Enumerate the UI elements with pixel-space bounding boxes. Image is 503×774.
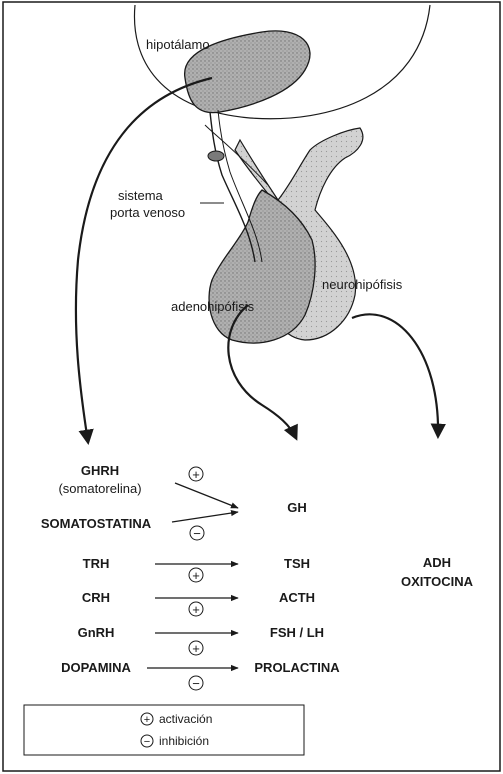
hormone-prolactina: PROLACTINA [254, 660, 340, 675]
hormone-dopamina: DOPAMINA [61, 660, 131, 675]
hormone-tsh: TSH [284, 556, 310, 571]
hormone-fsh-lh: FSH / LH [270, 625, 324, 640]
hormone-acth: ACTH [279, 590, 315, 605]
minus-sign: − [144, 736, 150, 748]
legend-inhibition-label: inhibición [159, 734, 209, 748]
plus-sign: + [192, 467, 200, 482]
label-hypothalamus: hipotálamo [146, 37, 210, 52]
plus-sign: + [192, 641, 200, 656]
arrow-somatostatina-to-gh [172, 512, 238, 522]
plus-sign: + [144, 714, 150, 726]
hormone-crh: CRH [82, 590, 110, 605]
plus-sign: + [192, 568, 200, 583]
hormone-gh: GH [287, 500, 307, 515]
portal-plexus [208, 151, 224, 161]
hormone-gnrh: GnRH [78, 625, 115, 640]
marker-gnrh-activation: + [189, 641, 203, 656]
plus-sign: + [192, 602, 200, 617]
minus-sign: − [193, 526, 201, 541]
hormone-ghrh: GHRH [81, 463, 119, 478]
label-neurohypophysis: neurohipófisis [322, 277, 403, 292]
marker-ghrh-activation: + [189, 467, 203, 482]
label-portal-system-line1: sistema [118, 188, 164, 203]
label-adenohypophysis: adenohipófisis [171, 299, 255, 314]
legend: + activación − inhibición [24, 705, 304, 755]
arrow-hypothalamus-to-hormones [76, 78, 212, 442]
hormone-somatostatina: SOMATOSTATINA [41, 516, 152, 531]
figure-border [3, 2, 500, 771]
marker-trh-activation: + [189, 568, 203, 583]
hormone-oxitocina: OXITOCINA [401, 574, 474, 589]
marker-dopamina-inhibition: − [189, 676, 203, 691]
minus-sign: − [192, 676, 200, 691]
hormone-trh: TRH [83, 556, 110, 571]
marker-somatostatina-inhibition: − [190, 526, 204, 541]
arrow-ghrh-to-gh [175, 483, 238, 508]
marker-crh-activation: + [189, 602, 203, 617]
hormone-adh: ADH [423, 555, 451, 570]
arrow-neuro-to-hormones [352, 314, 438, 436]
legend-activation-label: activación [159, 712, 212, 726]
label-portal-system-line2: porta venoso [110, 205, 185, 220]
hormone-ghrh-alias: (somatorelina) [58, 481, 141, 496]
